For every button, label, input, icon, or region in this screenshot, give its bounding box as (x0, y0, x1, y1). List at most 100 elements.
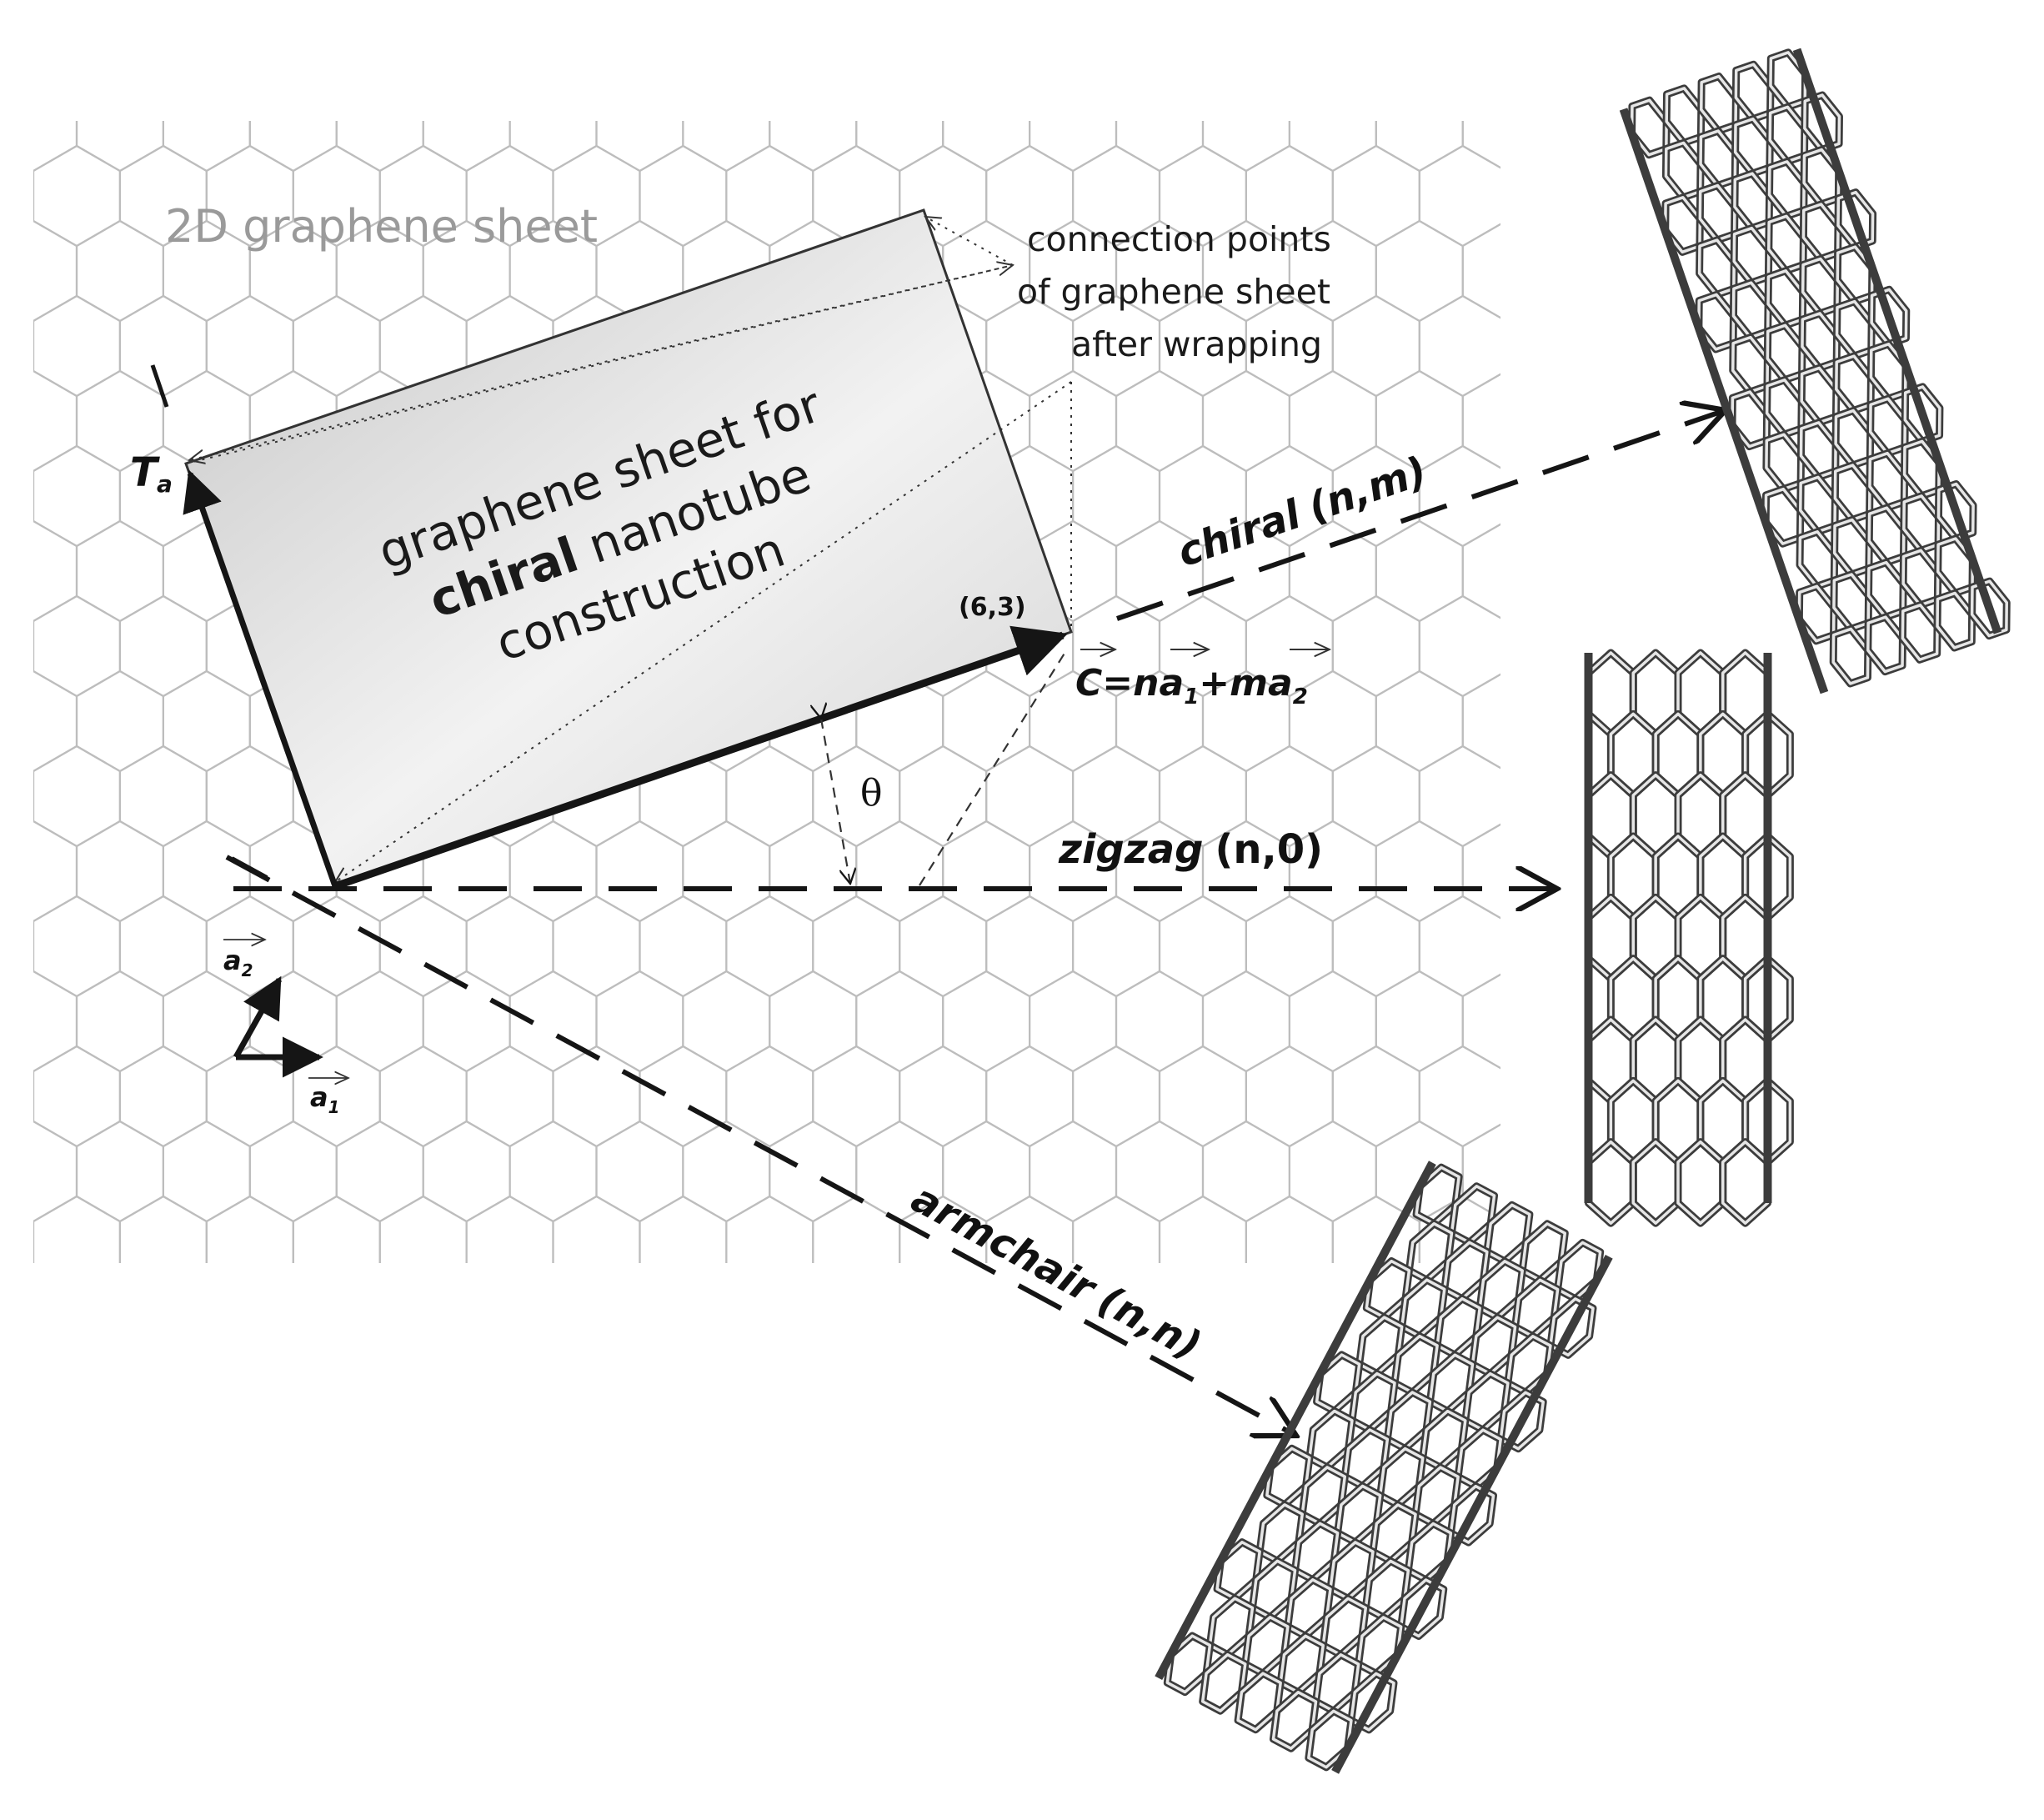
lattice-hexagon (1245, 1195, 1334, 1263)
lattice-hexagon (75, 519, 164, 623)
connection-lines (185, 217, 1072, 882)
lattice-hexagon (508, 820, 598, 923)
lattice-hexagon (1028, 121, 1118, 173)
lattice-hexagon (595, 820, 684, 923)
lattice-hexagon (33, 444, 121, 548)
lattice-hexagon (33, 820, 78, 923)
lattice-hexagon (1506, 146, 1593, 246)
lattice-hexagon (248, 1120, 338, 1223)
lattice-hexagon (899, 1045, 988, 1148)
lattice-hexagon (1461, 121, 1500, 169)
lattice-hexagon (422, 1120, 511, 1223)
connection-line-1: connection points (1027, 219, 1331, 259)
tube-wall-right (1792, 48, 2002, 634)
lattice-hexagon (1028, 1120, 1118, 1223)
lattice-hexagon (292, 1195, 381, 1263)
lattice-hexagon (595, 1120, 684, 1223)
lattice-hexagon (639, 895, 728, 998)
lattice-hexagon (1550, 971, 1636, 1071)
lattice-hexagon (1115, 369, 1205, 473)
lattice-hexagon (1331, 294, 1420, 398)
lattice-hexagon (465, 1195, 554, 1263)
chiral-word: chiral (1172, 491, 1307, 576)
lattice-hexagon (769, 970, 858, 1073)
lattice-hexagon (639, 1045, 728, 1148)
lattice-hexagon (1375, 219, 1464, 323)
lattice-hexagon (1550, 371, 1636, 471)
lattice-hexagon (769, 1120, 858, 1223)
lattice-hexagon (465, 895, 554, 998)
lattice-hexagon (162, 669, 251, 773)
lattice-hexagon (1158, 1195, 1248, 1263)
lattice-hexagon (75, 219, 164, 323)
lattice-hexagon (75, 121, 164, 173)
lattice-hexagon (75, 1120, 164, 1223)
lattice-hexagon (1593, 296, 1680, 396)
chiral-eq-part1: C=na (1075, 662, 1184, 704)
lattice-hexagon (292, 895, 381, 998)
lattice-hexagon (1071, 895, 1161, 998)
lattice-hexagon (1375, 820, 1464, 923)
lattice-hexagon (725, 144, 814, 248)
lattice-hexagon (378, 1195, 468, 1263)
lattice-hexagon (508, 1120, 598, 1223)
lattice-hexagon (162, 1120, 251, 1223)
lattice-hexagon (508, 121, 598, 173)
lattice-hexagon (33, 619, 35, 673)
lattice-hexagon (682, 970, 771, 1073)
lattice-hexagon (335, 121, 424, 173)
lattice-hexagon (1375, 970, 1464, 1073)
lattice-hexagon (1506, 896, 1593, 996)
tube-wall-left (1619, 108, 1829, 694)
lattice-hexagon (1375, 669, 1464, 773)
lattice-hexagon (205, 1195, 294, 1263)
lattice-hexagon (1506, 746, 1593, 846)
lattice-hexagon (1288, 970, 1377, 1073)
lattice-hexagon (1115, 970, 1205, 1073)
lattice-hexagon (682, 121, 771, 173)
lattice-hexagon (33, 369, 78, 473)
chiral-point-label: (6,3) (959, 593, 1026, 622)
theta-construction (821, 651, 1066, 886)
lattice-hexagon (855, 121, 944, 173)
zigzag-word: zigzag (1058, 826, 1203, 873)
lattice-hexagon (769, 121, 858, 173)
connection-line-2: of graphene sheet (1017, 272, 1330, 312)
lattice-hexagon (725, 745, 814, 848)
lattice-hexagon (639, 1195, 728, 1263)
lattice-hexagon (899, 745, 988, 848)
lattice-hexagon (1201, 1120, 1291, 1223)
lattice-hexagon (33, 469, 35, 523)
lattice-hexagon (1201, 369, 1291, 473)
lattice-hexagon (1115, 121, 1205, 173)
lattice-hexagon (1593, 446, 1680, 546)
armchair-word: armchair (904, 1175, 1105, 1313)
lattice-hexagon (1245, 895, 1334, 998)
lattice-hexagon (162, 820, 251, 923)
lattice-hexagon (465, 1045, 554, 1148)
lattice-hexagon (1506, 296, 1593, 396)
lattice-hexagon (1461, 1123, 1500, 1220)
lattice-hexagon (1288, 121, 1377, 173)
translation-vector-subscript: a (157, 470, 173, 498)
sheet-title: 2D graphene sheet (165, 200, 598, 253)
lattice-hexagon (1288, 1120, 1377, 1223)
chiral-vector-equation: C=na1+ma2 (1075, 649, 1330, 709)
lattice-hexagon (1201, 970, 1291, 1073)
lattice-hexagon (33, 594, 121, 698)
lattice-hexagon (33, 1195, 121, 1263)
lattice-hexagon (75, 820, 164, 923)
lattice-hexagon (1506, 1046, 1593, 1146)
lattice-hexagon (942, 820, 1031, 923)
lattice-hexagon (1550, 221, 1636, 321)
chiral-nanotube-icon (1619, 48, 2011, 694)
lattice-hexagon (552, 895, 641, 998)
chiral-direction-line (1116, 410, 1726, 621)
lattice-hexagon (33, 1070, 35, 1123)
lattice-hexagon (812, 745, 901, 848)
lattice-hexagon (942, 669, 1031, 773)
tube-ring-highlight (1970, 579, 2008, 638)
lattice-hexagon (639, 144, 728, 248)
tube-ring-highlight (1631, 1140, 1680, 1225)
connection-points-annotation: connection points of graphene sheet afte… (1017, 219, 1331, 364)
